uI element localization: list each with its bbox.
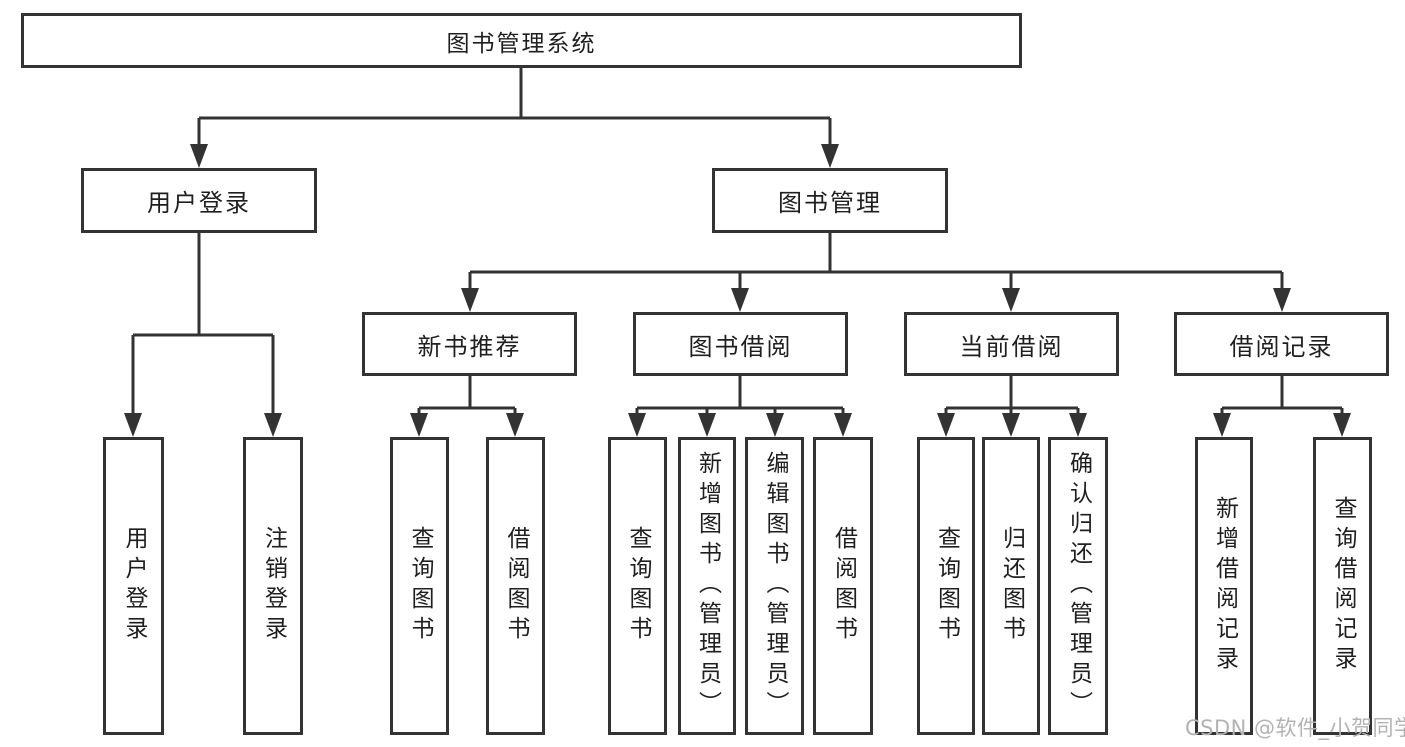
node-user-login-label: 用户登录 (147, 189, 251, 217)
node-new-book-recommend-label: 新书推荐 (417, 332, 522, 361)
leaf-borrow-query-book: 查询图书 (608, 437, 667, 735)
node-current-borrow: 当前借阅 (904, 312, 1119, 376)
leaf-add-borrow-record-label: 新增借阅记录 (1211, 496, 1238, 676)
leaf-edit-book-admin: 编辑图书（管理员） (745, 437, 804, 735)
node-borrow-records-label: 借阅记录 (1229, 332, 1334, 361)
leaf-confirm-return-admin: 确认归还（管理员） (1048, 437, 1108, 735)
csdn-watermark: CSDN @软件_小贺同学 (1185, 716, 1405, 740)
node-book-management-label: 图书管理 (778, 189, 882, 217)
leaf-edit-book-admin-label: 编辑图书（管理员） (762, 451, 788, 721)
leaf-confirm-return-admin-label: 确认归还（管理员） (1065, 451, 1092, 721)
leaf-query-borrow-record-label: 查询借阅记录 (1330, 496, 1356, 676)
node-root: 图书管理系统 (21, 13, 1022, 68)
node-book-management: 图书管理 (712, 168, 948, 233)
leaf-borrow-book-label: 借阅图书 (830, 526, 857, 646)
leaf-return-book-label: 归还图书 (998, 526, 1025, 646)
leaf-borrow-query-book-label: 查询图书 (625, 526, 651, 646)
leaf-recommend-borrow-book: 借阅图书 (486, 437, 545, 735)
node-new-book-recommend: 新书推荐 (362, 312, 577, 376)
leaf-logout-label: 注销登录 (260, 526, 287, 646)
leaf-recommend-query-book-label: 查询图书 (407, 526, 433, 646)
leaf-recommend-query-book: 查询图书 (390, 437, 449, 735)
node-current-borrow-label: 当前借阅 (959, 332, 1064, 361)
leaf-add-borrow-record: 新增借阅记录 (1195, 437, 1253, 735)
leaf-return-book: 归还图书 (982, 437, 1040, 735)
leaf-add-book-admin: 新增图书（管理员） (678, 437, 736, 735)
leaf-current-query-book: 查询图书 (917, 437, 975, 735)
leaf-logout: 注销登录 (243, 437, 303, 735)
leaf-user-login-label: 用户登录 (121, 526, 147, 646)
node-root-label: 图书管理系统 (446, 30, 597, 57)
leaf-current-query-book-label: 查询图书 (933, 526, 960, 646)
node-book-borrow: 图书借阅 (633, 312, 848, 376)
leaf-user-login: 用户登录 (103, 437, 164, 735)
leaf-recommend-borrow-book-label: 借阅图书 (503, 526, 529, 646)
node-book-borrow-label: 图书借阅 (688, 332, 793, 361)
leaf-borrow-book: 借阅图书 (813, 437, 873, 735)
leaf-query-borrow-record: 查询借阅记录 (1313, 437, 1372, 735)
node-borrow-records: 借阅记录 (1174, 312, 1389, 376)
leaf-add-book-admin-label: 新增图书（管理员） (694, 451, 721, 721)
node-user-login: 用户登录 (81, 168, 317, 233)
